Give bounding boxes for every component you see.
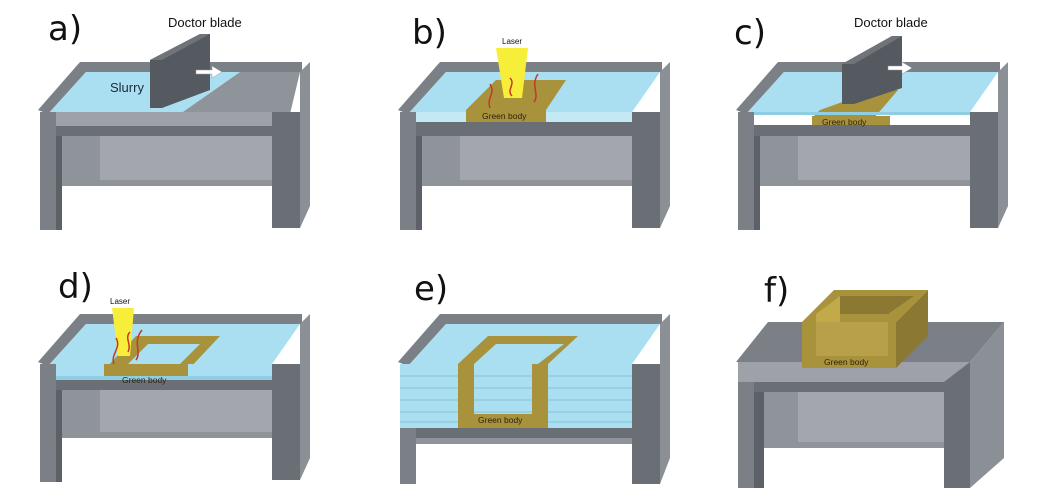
heat-arrow	[533, 73, 539, 103]
green-body-wall-right	[532, 364, 548, 428]
heat-arrow	[509, 77, 513, 97]
heat-arrow	[126, 331, 131, 353]
green-body-label: Green body	[478, 415, 523, 425]
heat-arrow	[112, 337, 119, 365]
front-beam	[738, 362, 970, 382]
heat-arrow	[488, 83, 493, 109]
left-leg	[738, 112, 754, 230]
left-leg	[400, 112, 416, 230]
panel-label-e: e)	[414, 269, 449, 309]
panel-e: e) Green body	[370, 252, 710, 497]
panel-b-drawing	[398, 48, 670, 230]
tank-top-rim	[38, 62, 302, 114]
doctor-blade-label: Doctor blade	[854, 15, 928, 30]
panel-d: d) Laser Green body	[10, 252, 350, 497]
right-wall	[970, 322, 1004, 488]
left-leg	[40, 112, 56, 230]
recoated-area	[180, 72, 300, 114]
green-body-label: Green body	[482, 111, 527, 121]
move-arrow	[195, 65, 223, 79]
green-body-bottom	[458, 414, 548, 428]
left-leg	[738, 382, 754, 488]
heat-arrow	[135, 329, 143, 361]
panel-a-drawing	[38, 34, 310, 230]
panel-f: f) Green body	[708, 252, 1048, 497]
panel-c-drawing	[736, 36, 1008, 230]
laser-label: Laser	[502, 37, 523, 46]
panel-a: a) Doctor blade Slurry	[10, 0, 350, 245]
left-leg	[40, 364, 56, 482]
panel-c: c) Doctor blade Green body	[708, 0, 1048, 245]
green-body-wall-left	[458, 364, 474, 428]
panel-e-drawing	[398, 314, 670, 484]
slurry-label: Slurry	[110, 80, 144, 95]
panel-label-a: a)	[48, 9, 83, 49]
panel-d-drawing	[38, 308, 310, 482]
green-body-label: Green body	[822, 117, 867, 127]
green-body-label: Green body	[824, 357, 869, 367]
tank-top-rim	[398, 62, 662, 114]
green-body-side	[896, 290, 928, 368]
panel-label-f: f)	[764, 271, 790, 311]
green-body-layer	[812, 90, 898, 118]
tank-top-rim	[398, 314, 662, 366]
tank-top-rim	[38, 314, 302, 366]
panel-label-c: c)	[734, 13, 766, 53]
doctor-blade-label: Doctor blade	[168, 15, 242, 30]
panel-f-drawing	[736, 290, 1004, 488]
green-body-label: Green body	[122, 375, 167, 385]
panel-label-b: b)	[412, 13, 447, 53]
laser-label: Laser	[110, 297, 131, 306]
panel-b: b) Laser Green body	[370, 0, 710, 245]
doctor-blade[interactable]	[842, 36, 902, 104]
move-arrow	[887, 61, 913, 75]
panel-label-d: d)	[58, 267, 93, 307]
laser-beam[interactable]	[496, 48, 528, 98]
tank-top-rim	[736, 62, 1000, 114]
front-beam	[40, 112, 300, 126]
